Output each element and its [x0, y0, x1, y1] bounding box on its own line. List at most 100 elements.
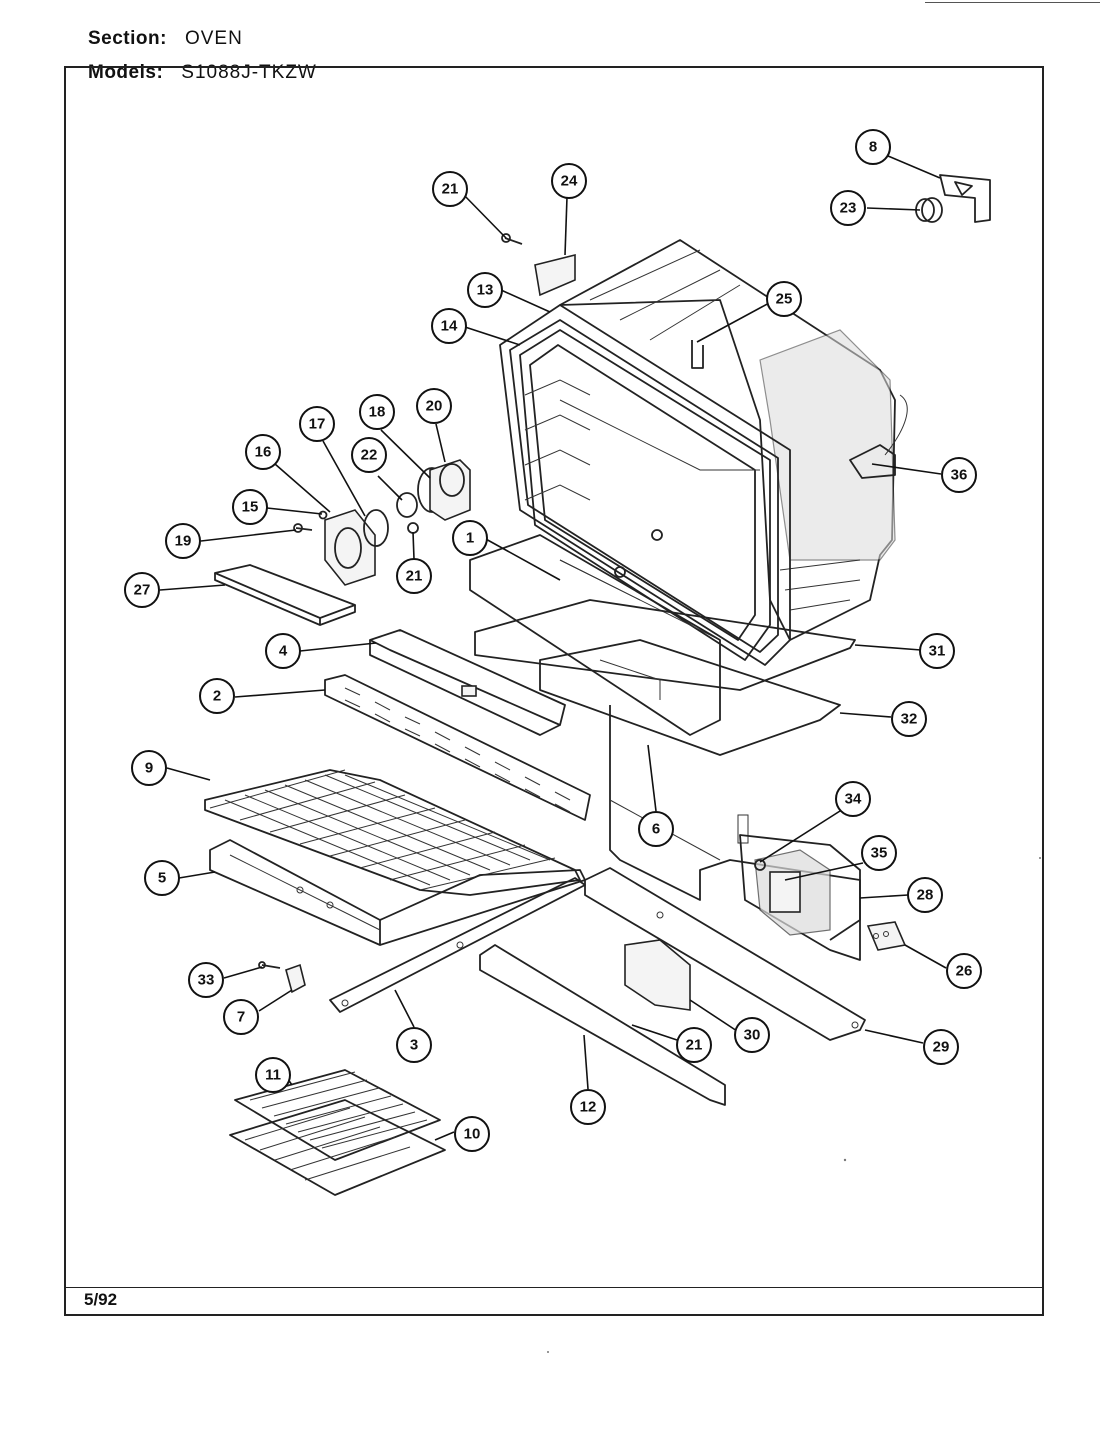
- callout-18: 18: [359, 394, 395, 430]
- part-9-oven-rack: [204, 769, 581, 896]
- part-28-thermostat-bracket: [739, 834, 861, 961]
- callout-33: 33: [188, 962, 224, 998]
- callout-21-lower: 21: [676, 1027, 712, 1063]
- part-7-clip: [285, 963, 306, 994]
- callout-label: 16: [255, 444, 272, 461]
- callout-label: 24: [561, 173, 578, 190]
- section-heading: Section: OVEN: [88, 28, 243, 50]
- callout-36: 36: [941, 457, 977, 493]
- callout-24: 24: [551, 163, 587, 199]
- callout-8: 8: [855, 129, 891, 165]
- part-16-burner-mount: [324, 509, 376, 586]
- leader-lines: [159, 155, 947, 1141]
- callout-label: 12: [580, 1099, 597, 1116]
- callout-31: 31: [919, 633, 955, 669]
- callout-23: 23: [830, 190, 866, 226]
- part-1-oven-bottom: [469, 529, 721, 736]
- part-20-venturi: [429, 459, 471, 521]
- callout-25: 25: [766, 281, 802, 317]
- part-4-vent-duct: [369, 629, 566, 736]
- callout-label: 28: [917, 887, 934, 904]
- section-label: Section:: [88, 28, 167, 49]
- callout-2: 2: [199, 678, 235, 714]
- callout-35: 35: [861, 835, 897, 871]
- callout-label: 9: [145, 760, 153, 777]
- part-17-gasket: [363, 509, 389, 547]
- section-value: OVEN: [184, 28, 243, 49]
- callout-label: 35: [871, 845, 888, 862]
- callout-label: 7: [237, 1009, 245, 1026]
- diagram-frame: [64, 66, 1044, 1316]
- callout-label: 1: [466, 530, 474, 547]
- oven-body-outer: [559, 239, 896, 641]
- callout-label: 19: [175, 533, 192, 550]
- part-8-bracket: [939, 174, 991, 223]
- callout-label: 20: [426, 398, 443, 415]
- callout-label: 30: [744, 1027, 761, 1044]
- callout-label: 32: [901, 711, 918, 728]
- print-speck: [547, 1351, 549, 1353]
- footer-divider: [64, 1287, 1044, 1288]
- callout-label: 23: [840, 200, 857, 217]
- callout-label: 4: [279, 643, 288, 660]
- part-10-broiler-pan: [229, 1099, 446, 1196]
- callout-label: 21: [686, 1037, 703, 1054]
- callout-label: 33: [198, 972, 215, 989]
- top-edge-rule: [925, 2, 1100, 3]
- callout-3: 3: [396, 1027, 432, 1063]
- callout-16: 16: [245, 434, 281, 470]
- part-29-rail: [584, 867, 866, 1041]
- callout-14: 14: [431, 308, 467, 344]
- callout-label: 22: [361, 447, 378, 464]
- cavity-rack-guides: [524, 379, 760, 641]
- print-speck: [843, 1158, 847, 1162]
- part-24-bracket: [534, 253, 576, 297]
- part-31-bottom-insulation: [474, 599, 856, 691]
- callout-label: 26: [956, 963, 973, 980]
- callout-label: 21: [406, 568, 423, 585]
- part-3-side-rail: [329, 877, 586, 1013]
- callout-11: 11: [255, 1057, 291, 1093]
- part-32-bottom-pan: [539, 639, 841, 756]
- callout-label: 11: [265, 1067, 281, 1084]
- callout-label: 15: [242, 499, 259, 516]
- oven-cavity-frame-13: [499, 304, 791, 666]
- callout-30: 30: [734, 1017, 770, 1053]
- part-21-screw-mid: [407, 522, 419, 534]
- callout-4: 4: [265, 633, 301, 669]
- callout-label: 2: [213, 688, 221, 705]
- part-30-bracket: [624, 939, 691, 1011]
- callout-label: 10: [464, 1126, 481, 1143]
- callout-label: 31: [929, 643, 946, 660]
- callout-label: 21: [442, 181, 459, 198]
- callout-22: 22: [351, 437, 387, 473]
- callout-20: 20: [416, 388, 452, 424]
- part-5-rack-frame: [209, 839, 586, 946]
- callout-9: 9: [131, 750, 167, 786]
- callout-label: 27: [134, 582, 151, 599]
- callout-label: 34: [845, 791, 862, 808]
- callout-label: 29: [933, 1039, 950, 1056]
- callout-label: 36: [951, 467, 968, 484]
- callout-15: 15: [232, 489, 268, 525]
- callout-13: 13: [467, 272, 503, 308]
- callout-label: 8: [869, 139, 877, 156]
- callout-label: 17: [309, 416, 326, 433]
- callout-29: 29: [923, 1029, 959, 1065]
- callout-1: 1: [452, 520, 488, 556]
- callout-7: 7: [223, 999, 259, 1035]
- callout-label: 13: [477, 282, 494, 299]
- callout-26: 26: [946, 953, 982, 989]
- part-27-tray: [214, 564, 356, 626]
- callout-6: 6: [638, 811, 674, 847]
- callout-label: 6: [652, 821, 660, 838]
- callout-21-top: 21: [432, 171, 468, 207]
- part-11-broiler-grid: [234, 1069, 441, 1161]
- part-19-screw: [293, 523, 313, 533]
- callout-10: 10: [454, 1116, 490, 1152]
- callout-27: 27: [124, 572, 160, 608]
- part-22-igniter: [396, 492, 418, 518]
- callout-34: 34: [835, 781, 871, 817]
- oven-door-gasket-14: [519, 329, 771, 661]
